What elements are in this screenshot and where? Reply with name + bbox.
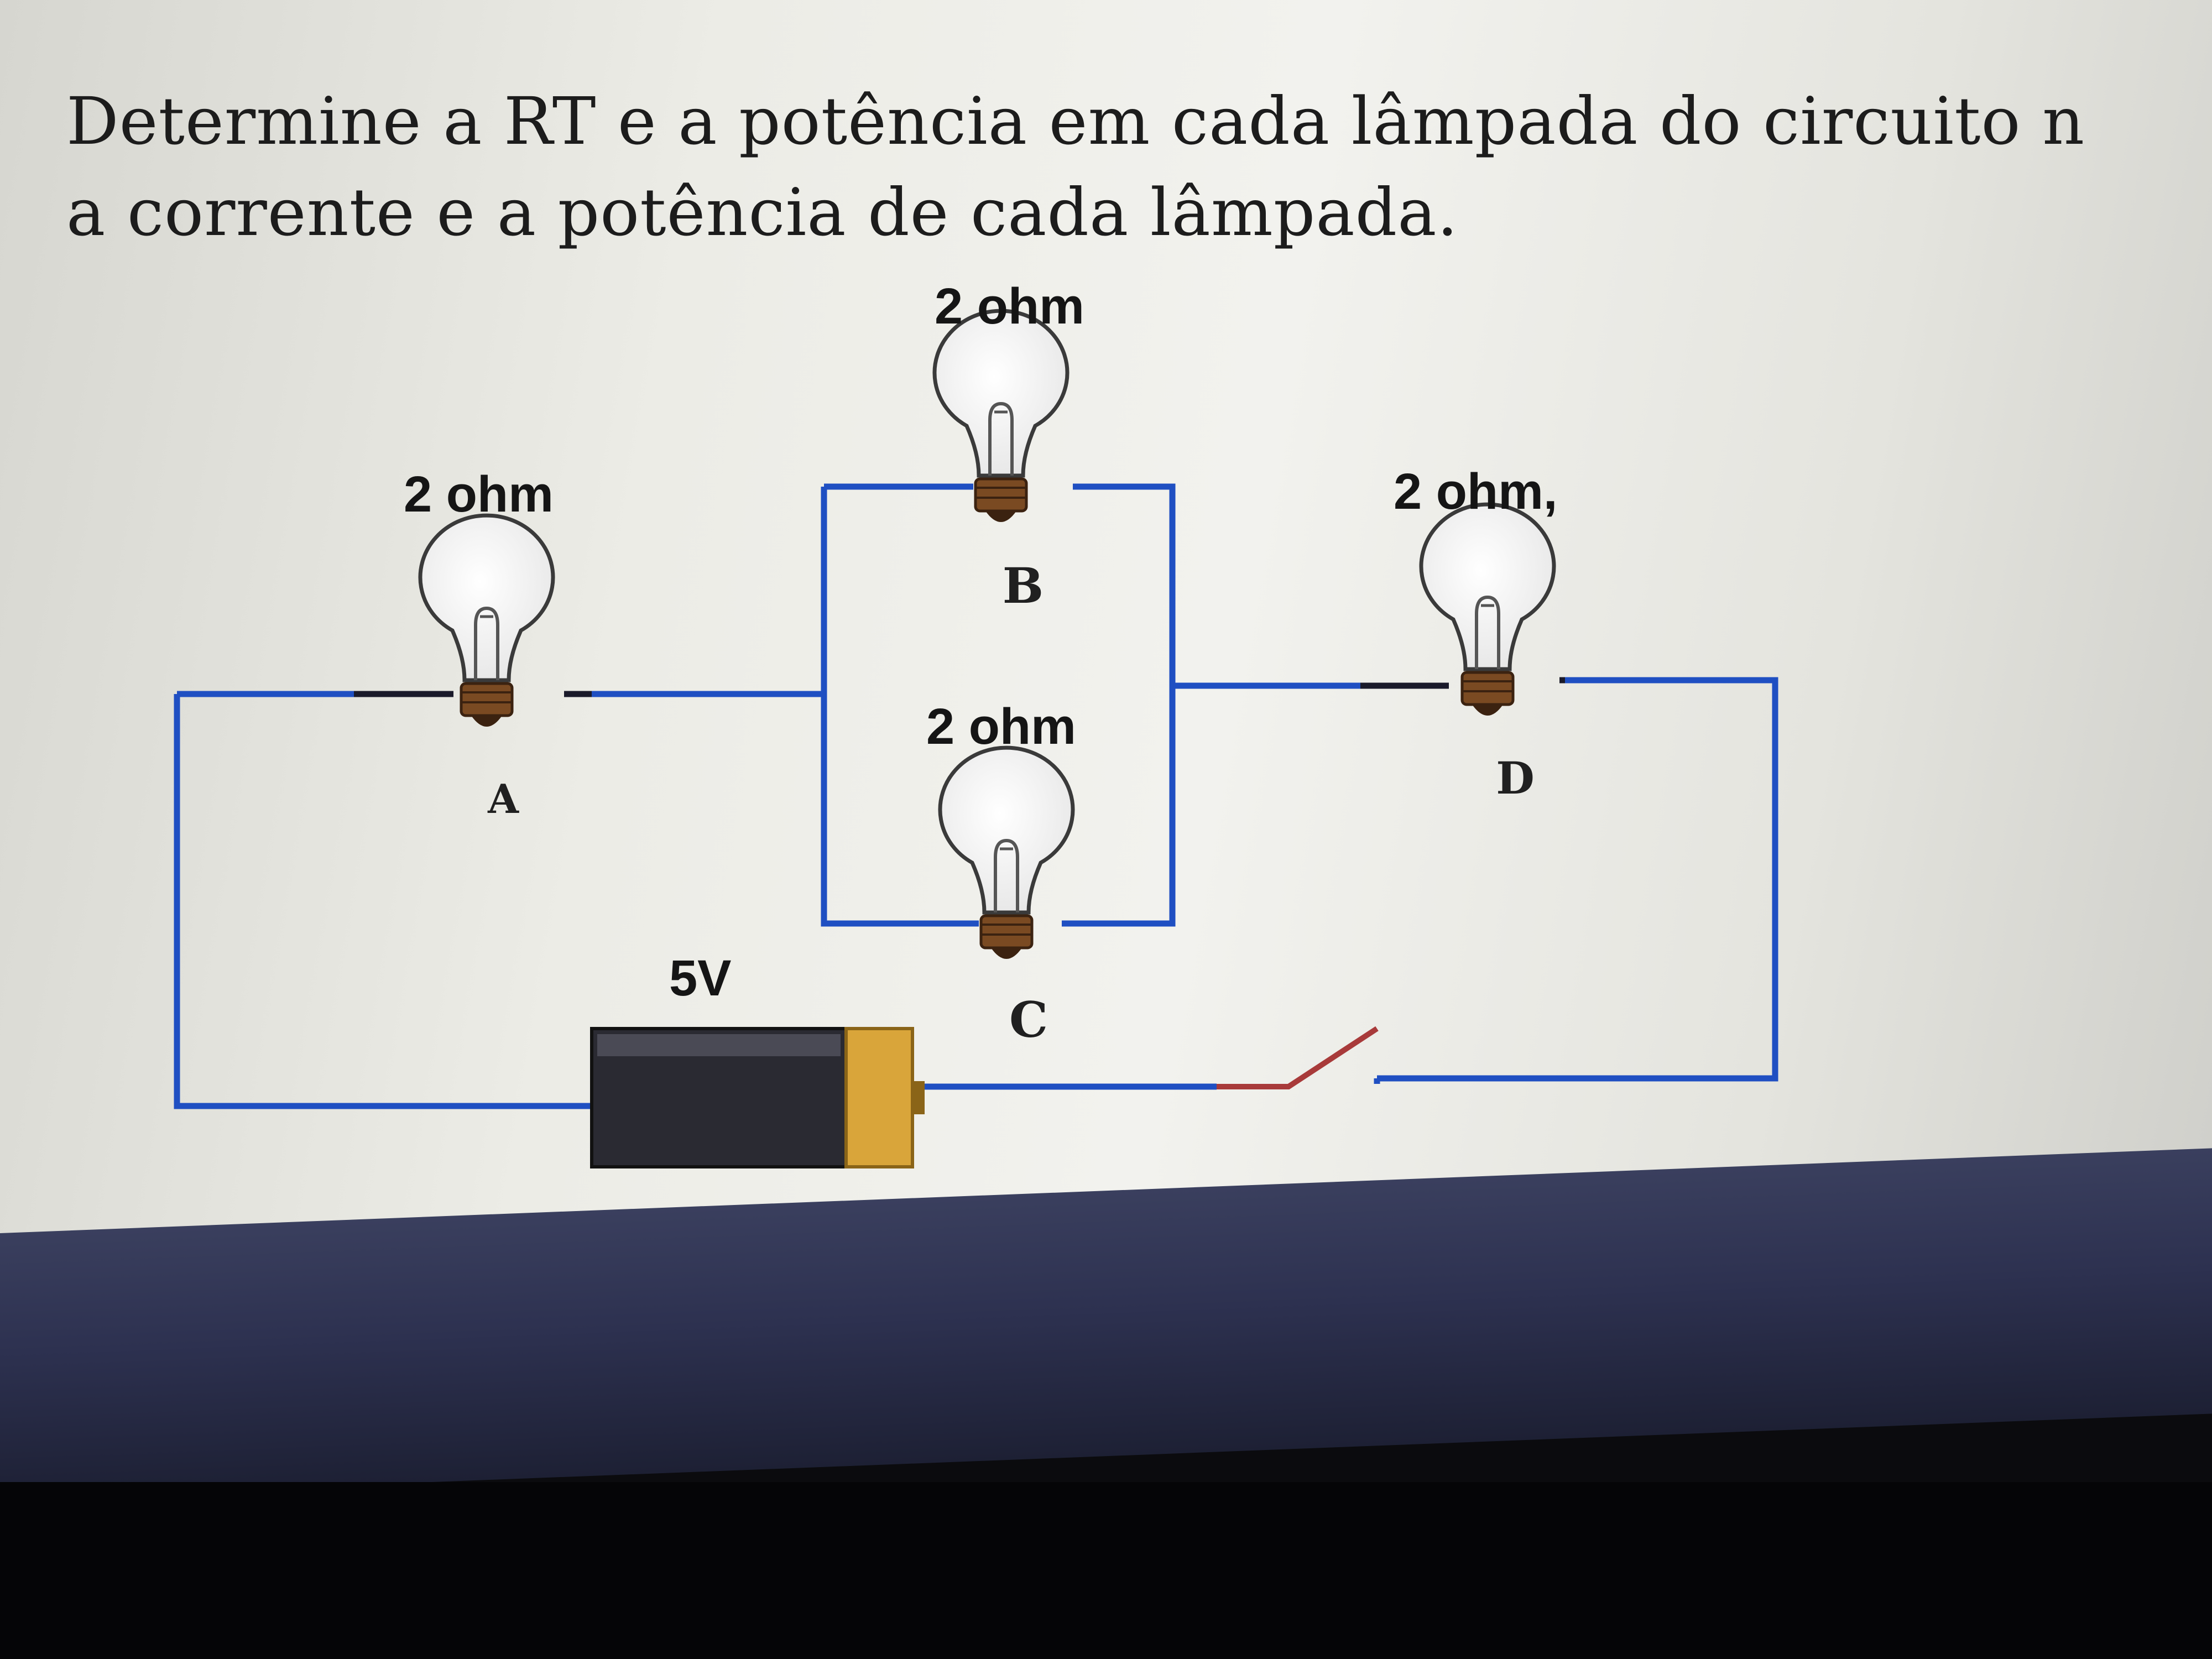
dark-foreground — [0, 1482, 2212, 1659]
lamp-c-bulb-icon — [940, 748, 1073, 959]
switch — [1217, 1026, 1379, 1089]
lamp-b-bulb-icon — [935, 311, 1067, 522]
battery-label: 5V — [669, 950, 732, 1006]
lamp-b-node-label: B — [1003, 557, 1044, 614]
question-line-2: a corrente e a potência de cada lâmpada. — [66, 174, 1459, 251]
lamp-d-resistance: 2 ohm, — [1394, 463, 1557, 520]
screen: Determine a RT e a potência em cada lâmp… — [0, 0, 2212, 1288]
battery — [590, 1027, 925, 1168]
lamp-c-resistance: 2 ohm — [926, 698, 1076, 755]
question-line-1: Determine a RT e a potência em cada lâmp… — [66, 83, 2085, 159]
lamp-c-node-label: C — [1009, 991, 1048, 1048]
lamp-a-node-label: A — [487, 775, 519, 822]
lamp-d-node-label: D — [1496, 752, 1534, 804]
circuit-diagram: 5V 2 ohm A 2 ohm B 2 ohm C 2 ohm, D — [174, 278, 1778, 1168]
lamp-b-resistance: 2 ohm — [935, 278, 1084, 335]
lamp-a-resistance: 2 ohm — [404, 466, 554, 523]
wire-left — [174, 694, 592, 1109]
wire-right — [1377, 677, 1778, 1082]
